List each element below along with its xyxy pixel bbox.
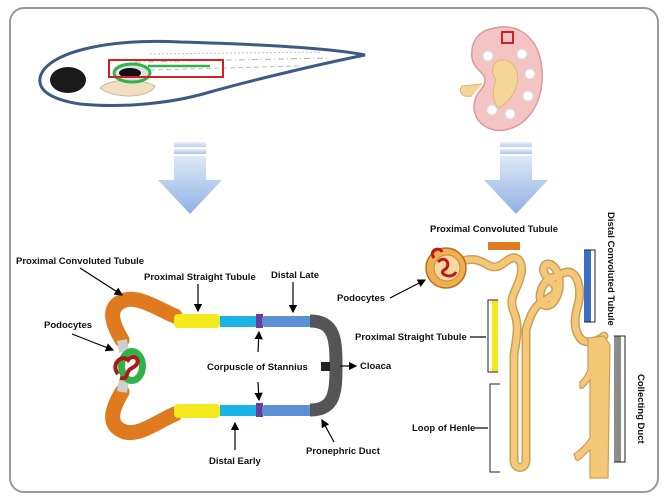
kidney-icon (459, 26, 543, 132)
region-box (108, 59, 224, 78)
zebrafish-larva-icon (38, 39, 366, 107)
label-zf-pst: Proximal Straight Tubule (144, 272, 256, 283)
arrow-down-left-icon (158, 142, 222, 214)
podocyte-icon (113, 355, 140, 381)
eye-icon (50, 67, 86, 93)
label-m-collecting-duct: Collecting Duct (635, 374, 646, 444)
label-zf-pronephric-duct: Pronephric Duct (306, 446, 380, 457)
label-zf-pct: Proximal Convoluted Tubule (16, 256, 145, 267)
mammal-nephron (425, 242, 626, 479)
label-m-pct: Proximal Convoluted Tubule (430, 224, 559, 235)
arrow-down-right-icon (484, 142, 548, 214)
label-m-dct: Distal Convoluted Tubule (605, 212, 616, 326)
podocyte-icon (436, 257, 458, 278)
label-zf-corpuscle: Corpuscle of Stannius (207, 362, 308, 373)
label-m-podocytes: Podocytes (337, 293, 386, 304)
label-zf-podocytes: Podocytes (44, 320, 93, 331)
label-zf-distal-early: Distal Early (209, 456, 261, 467)
label-zf-distal-late: Distal Late (271, 270, 320, 281)
label-m-pst: Proximal Straight Tubule (355, 332, 467, 343)
label-m-loop: Loop of Henle (412, 423, 476, 434)
zebrafish-pronephros (105, 291, 343, 441)
label-zf-cloaca: Cloaca (360, 361, 392, 372)
